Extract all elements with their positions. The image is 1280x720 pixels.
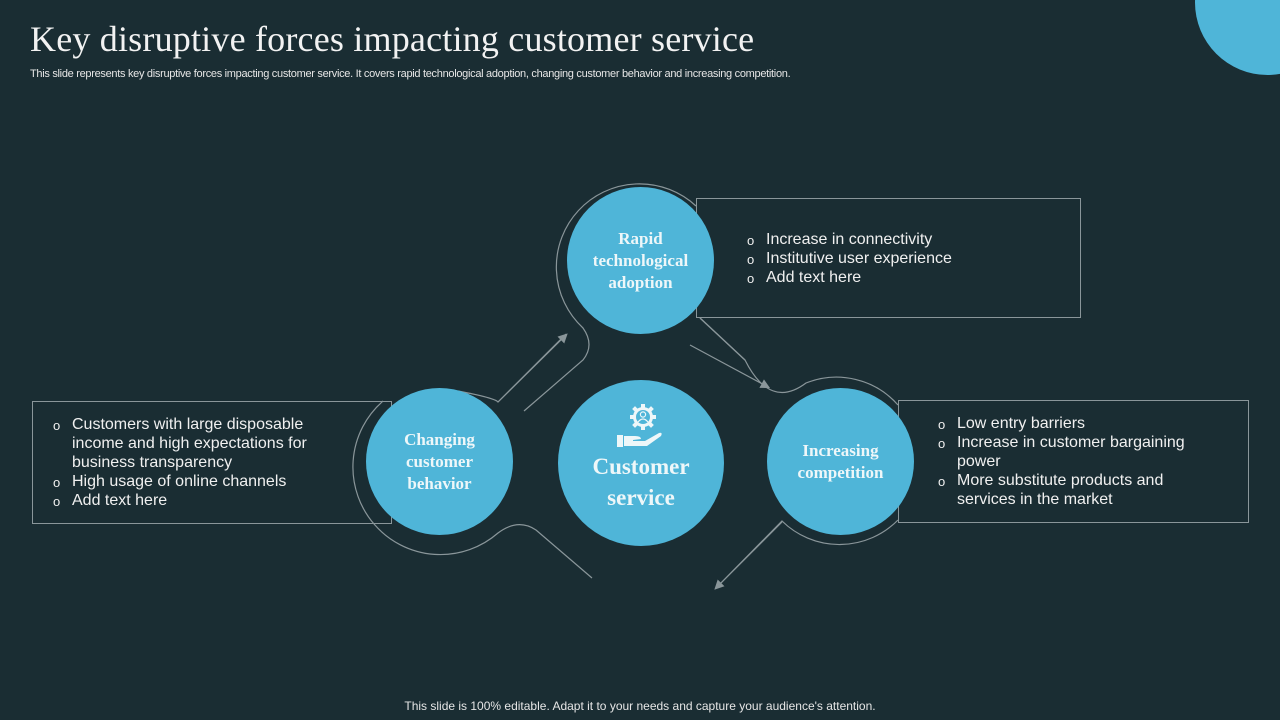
left-node-upper bbox=[457, 333, 567, 403]
node-label: Customer service bbox=[592, 454, 690, 510]
node-label: Rapid technological adoption bbox=[592, 228, 689, 292]
bullet-icon: o bbox=[53, 475, 61, 490]
page-title: Key disruptive forces impacting customer… bbox=[30, 19, 755, 59]
bullet-icon: o bbox=[747, 252, 755, 267]
connector-top-right-diag bbox=[699, 317, 746, 361]
bullet-icon: o bbox=[53, 494, 61, 509]
arrow-right-to-left bbox=[714, 521, 783, 590]
hand-gear-person-icon bbox=[617, 404, 662, 447]
bullet-icon: o bbox=[938, 417, 946, 432]
top-node-outline bbox=[523, 183, 697, 412]
node-rapid-technological-adoption: Rapid technological adoption bbox=[567, 187, 714, 334]
node-customer-service: Customer service bbox=[558, 380, 724, 546]
left-node-outline bbox=[352, 400, 593, 579]
node-label: Changing customer behavior bbox=[404, 429, 475, 493]
bullet-icon: o bbox=[938, 474, 946, 489]
node-label: Increasing competition bbox=[797, 440, 884, 482]
footer-note: This slide is 100% editable. Adapt it to… bbox=[404, 699, 876, 713]
bullet-icon: o bbox=[747, 271, 755, 286]
arrow-top-to-right bbox=[689, 344, 771, 389]
arrow-left-to-top bbox=[497, 333, 568, 403]
node-increasing-competition: Increasing competition bbox=[767, 388, 914, 535]
bullet-icon: o bbox=[938, 436, 946, 451]
bullet-icon: o bbox=[747, 233, 755, 248]
node-changing-customer-behavior: Changing customer behavior bbox=[366, 388, 513, 535]
bullet-icon: o bbox=[53, 418, 61, 433]
right-node-outline bbox=[715, 519, 899, 589]
page-subtitle: This slide represents key disruptive for… bbox=[30, 68, 791, 80]
top-node-outline-right bbox=[699, 317, 899, 406]
